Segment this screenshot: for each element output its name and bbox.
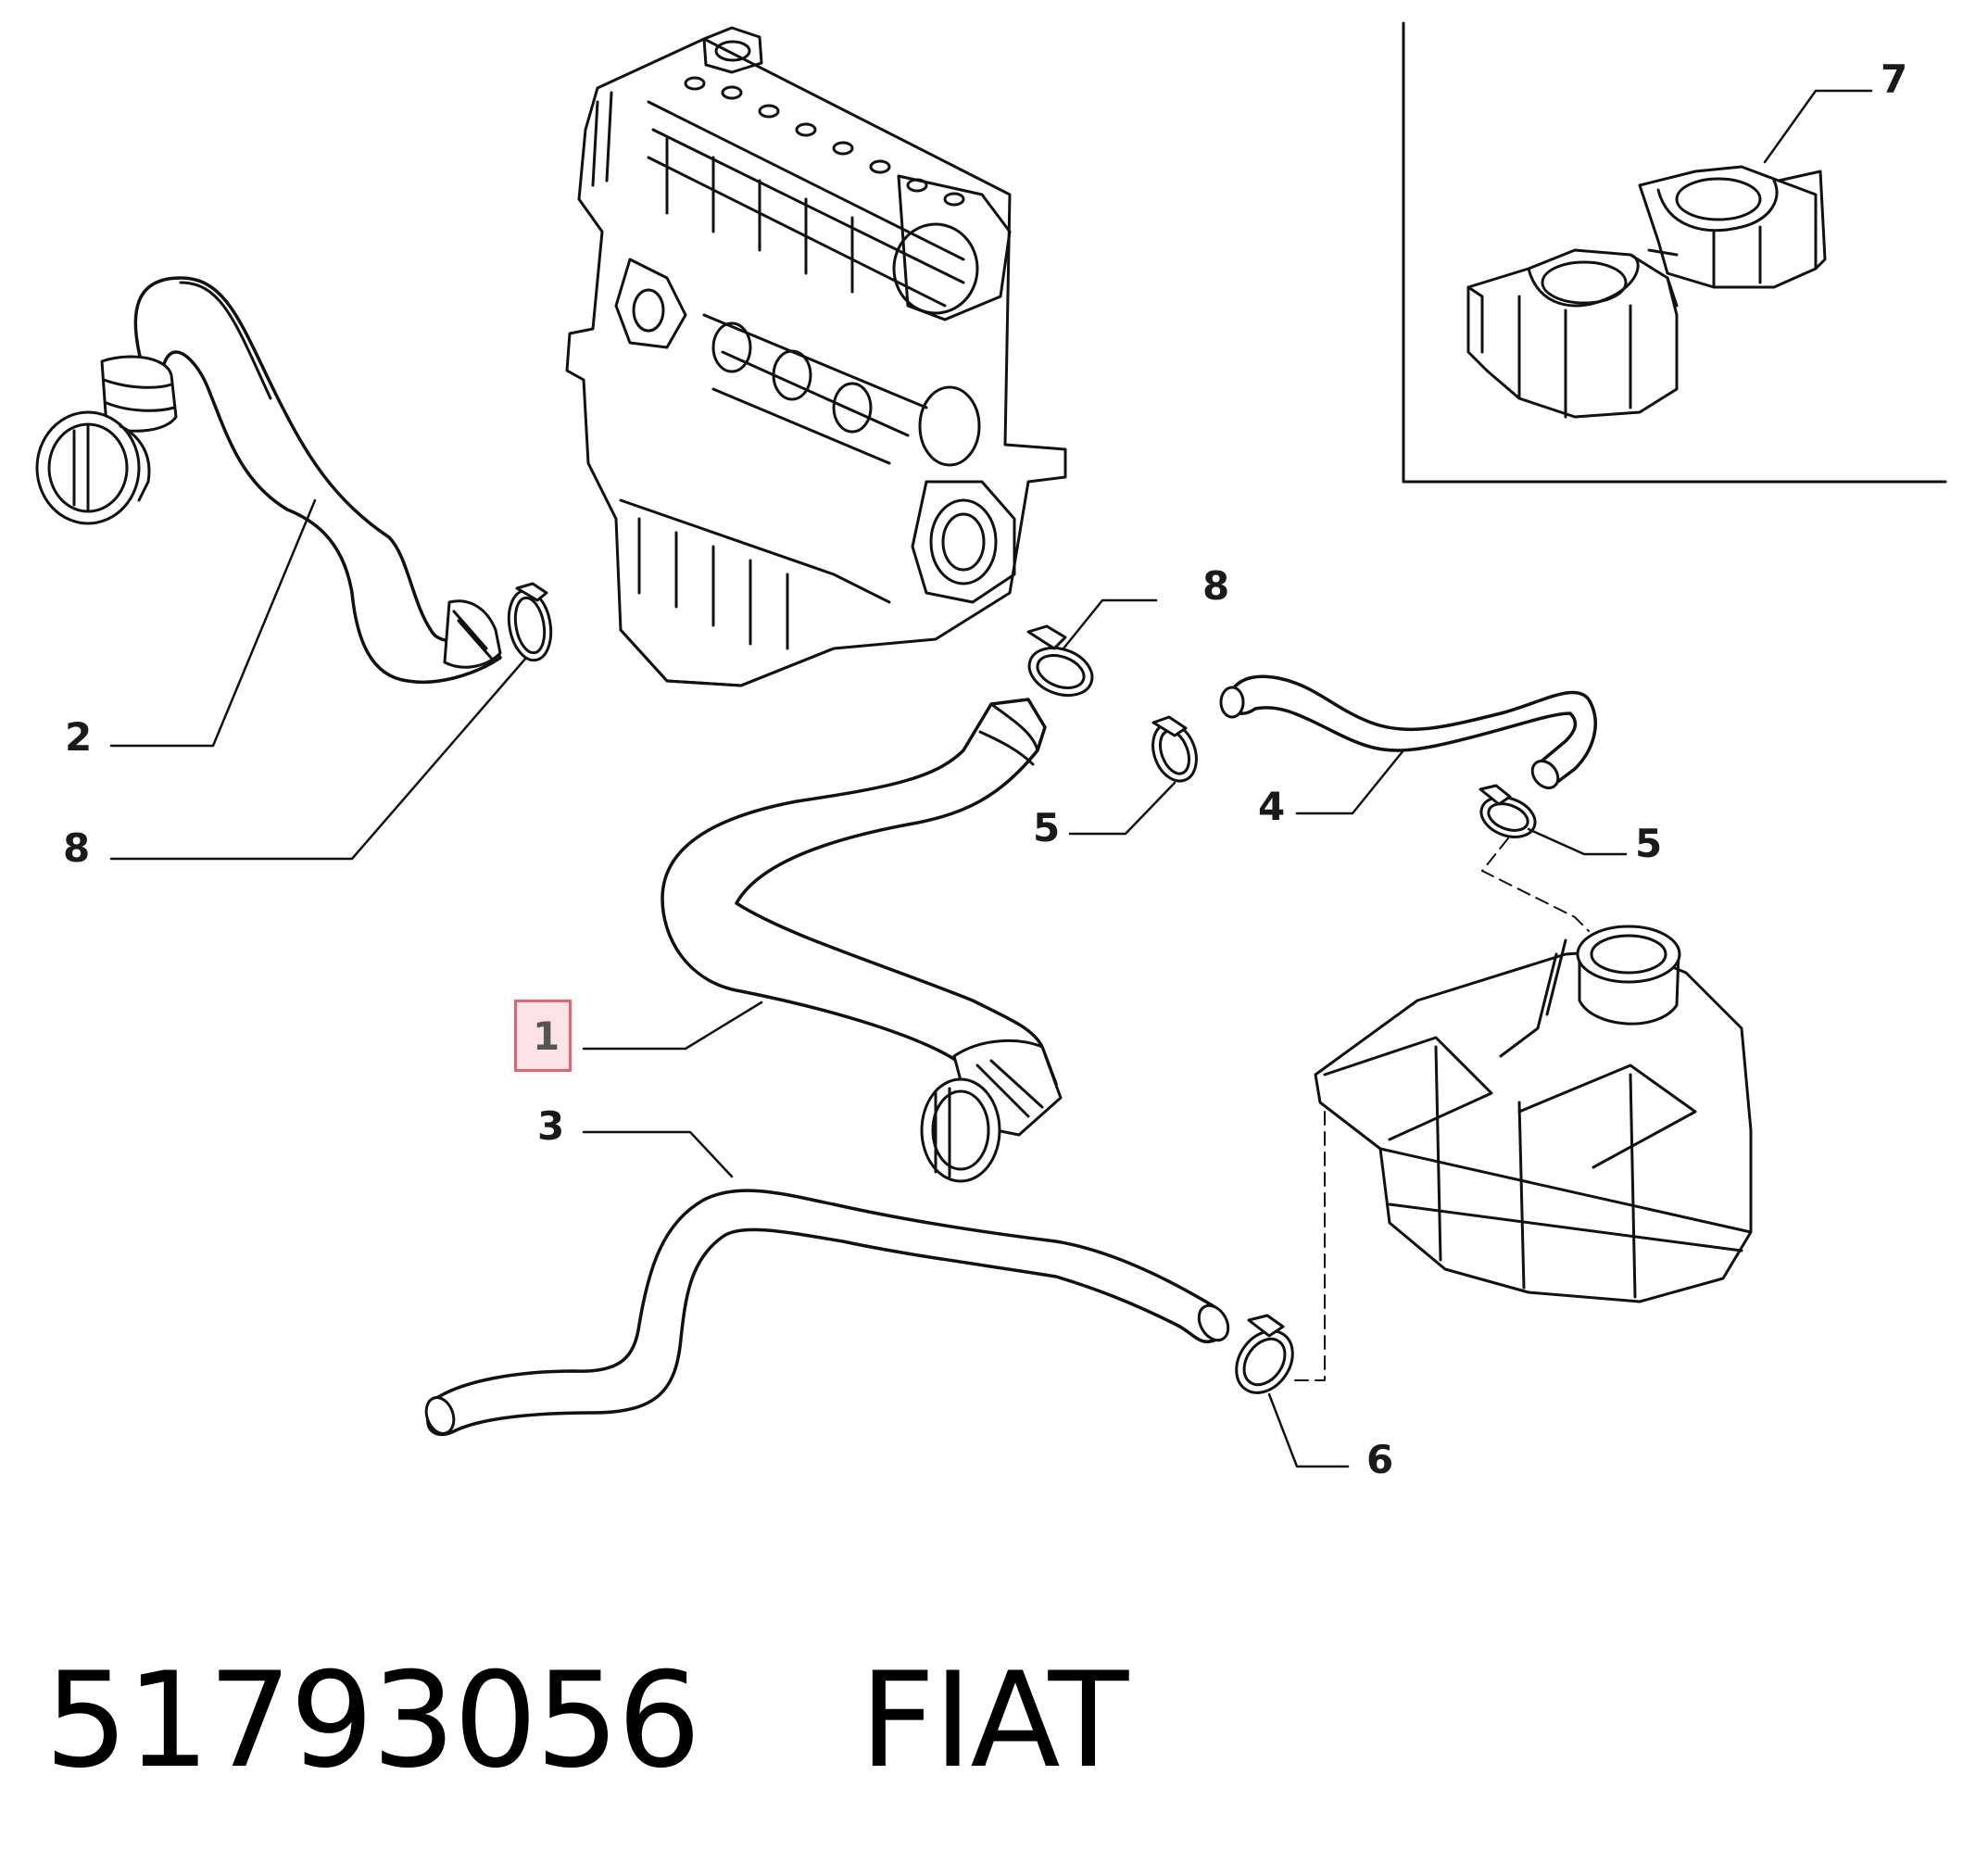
leader-lines (109, 89, 1873, 1468)
exploded-parts-diagram (35, 21, 1947, 1468)
hose-clamp-8-center (1026, 624, 1094, 698)
dashed-leaders (1291, 837, 1590, 1381)
brand-name: FIAT (859, 1644, 1128, 1797)
radiator-hose-1 (661, 698, 1063, 1183)
part-number: 51793056 (44, 1644, 701, 1797)
coolant-expansion-tank (1314, 925, 1753, 1303)
callout-4[interactable]: 4 (1258, 784, 1286, 829)
callout-8-left[interactable]: 8 (63, 825, 91, 871)
callout-2[interactable]: 2 (65, 714, 93, 760)
hose-4 (1219, 674, 1597, 789)
callout-1[interactable]: 1 (533, 1013, 560, 1059)
radiator-hose-3 (424, 1189, 1230, 1436)
hose-clamp-5-center (1151, 715, 1198, 783)
hose-clamp-8-left (507, 582, 553, 662)
inset-clip-7 (1402, 21, 1947, 484)
part-caption: 51793056 FIAT (44, 1644, 1128, 1797)
callout-3[interactable]: 3 (537, 1103, 565, 1149)
callout-5-center[interactable]: 5 (1033, 805, 1061, 850)
callout-7[interactable]: 7 (1881, 57, 1908, 102)
callout-6[interactable]: 6 (1366, 1437, 1394, 1482)
engine-block (565, 26, 1067, 687)
hose-clamp-6 (1235, 1314, 1294, 1394)
callout-5-right[interactable]: 5 (1635, 821, 1663, 866)
radiator-hose-2 (35, 276, 502, 685)
callout-8-center[interactable]: 8 (1202, 563, 1230, 609)
hose-clamp-5-right (1478, 784, 1537, 838)
callout-1-highlight[interactable] (514, 1000, 572, 1072)
